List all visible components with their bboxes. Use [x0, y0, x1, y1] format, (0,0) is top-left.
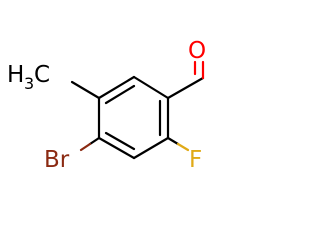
methyl-c-label: C: [34, 62, 50, 88]
bromine-bond-c: [88, 136, 101, 146]
methyl-bond: [70, 80, 101, 100]
bonds: [70, 60, 205, 160]
fluorine-bond-f: [176, 142, 190, 152]
ring-bond-1: [132, 75, 170, 100]
aldehyde-cc-bond: [166, 76, 205, 100]
bromine-label: Br: [44, 147, 70, 173]
fluorine-label: F: [189, 147, 202, 173]
fluorine-bond-c: [166, 136, 180, 146]
methyl-label: H 3 C: [7, 62, 50, 93]
methyl-h-label: H: [7, 62, 24, 88]
bromine-bond-br: [79, 142, 92, 152]
ring-bond-6: [97, 75, 136, 100]
molecule-structure: O H 3 C Br F: [7, 38, 206, 173]
ring-bond-4-inner: [104, 131, 136, 151]
atom-labels: O H 3 C Br F: [7, 38, 206, 173]
methyl-h-count-label: 3: [24, 74, 34, 93]
oxygen-label: O: [188, 38, 206, 64]
ring-bond-6-inner: [104, 84, 136, 105]
ring-bond-4: [97, 136, 136, 160]
ring-bond-3: [132, 136, 170, 160]
